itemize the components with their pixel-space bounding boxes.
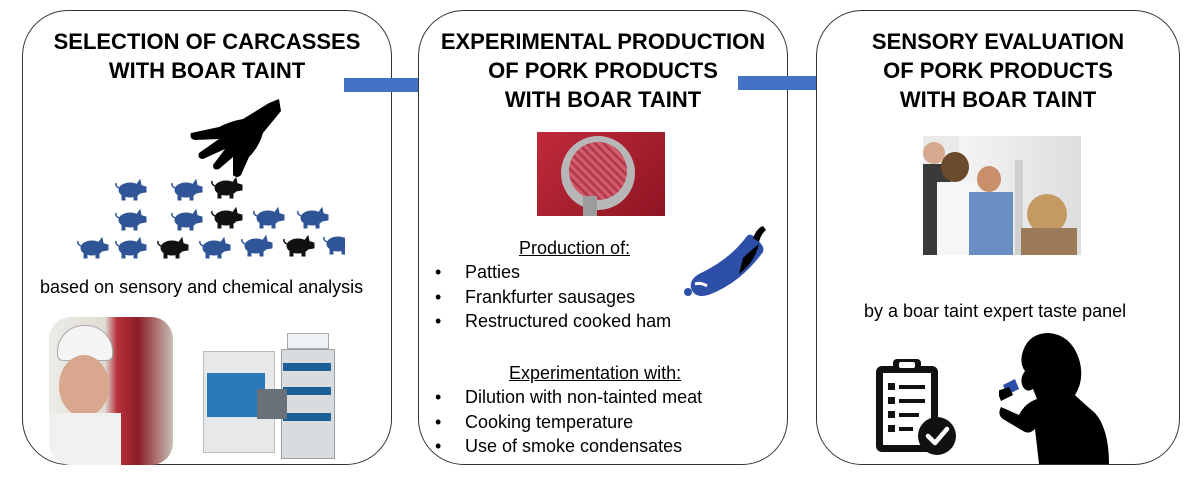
panel-title-production: EXPERIMENTAL PRODUCTION OF PORK PRODUCTS… bbox=[440, 29, 766, 112]
pig-icon bbox=[211, 177, 243, 199]
bullet-item: Patties bbox=[435, 260, 671, 285]
panel-sensory: SENSORY EVALUATION OF PORK PRODUCTS WITH… bbox=[816, 10, 1180, 465]
pig-icon bbox=[241, 235, 273, 257]
clipboard-checklist-icon bbox=[876, 359, 956, 455]
hand-icon bbox=[190, 99, 281, 177]
panel-production: EXPERIMENTAL PRODUCTION OF PORK PRODUCTS… bbox=[418, 10, 788, 465]
pig-herd-illustration bbox=[77, 177, 345, 259]
panel-selection: SELECTION OF CARCASSES WITH BOAR TAINT b… bbox=[22, 10, 392, 465]
production-heading: Production of: bbox=[519, 238, 631, 258]
pig-icon bbox=[297, 207, 329, 229]
panel-title-sensory: SENSORY EVALUATION OF PORK PRODUCTS WITH… bbox=[871, 29, 1125, 112]
pig-icon bbox=[171, 209, 203, 231]
pig-icon bbox=[323, 233, 345, 255]
meat-grinder-photo bbox=[537, 132, 665, 216]
bullet-item: Dilution with non-tainted meat bbox=[435, 385, 702, 410]
taster-silhouette-icon bbox=[999, 333, 1109, 464]
bullet-item: Use of smoke condensates bbox=[435, 434, 702, 459]
pig-icon bbox=[77, 237, 109, 259]
bullet-item: Restructured cooked ham bbox=[435, 309, 671, 334]
sausage-icon bbox=[684, 226, 766, 296]
panel-title-selection: SELECTION OF CARCASSES WITH BOAR TAINT bbox=[53, 29, 361, 83]
pig-icon bbox=[115, 237, 147, 259]
pig-icon bbox=[115, 209, 147, 231]
pig-icon bbox=[283, 235, 315, 257]
pig-icon bbox=[115, 179, 147, 201]
pig-icon bbox=[171, 179, 203, 201]
production-list: PattiesFrankfurter sausagesRestructured … bbox=[435, 260, 671, 334]
experimentation-heading: Experimentation with: bbox=[509, 363, 682, 383]
pig-icon bbox=[253, 207, 285, 229]
carcass-inspection-photo bbox=[49, 317, 173, 465]
pig-icon bbox=[211, 207, 243, 229]
experimentation-list: Dilution with non-tainted meatCooking te… bbox=[435, 385, 702, 459]
lab-instrument-photo bbox=[201, 329, 341, 465]
bullet-item: Cooking temperature bbox=[435, 410, 702, 435]
pig-icon bbox=[199, 237, 231, 259]
sensory-caption: by a boar taint expert taste panel bbox=[864, 301, 1127, 321]
bullet-item: Frankfurter sausages bbox=[435, 285, 671, 310]
pig-icon bbox=[157, 237, 189, 259]
tasting-booths-photo bbox=[923, 136, 1081, 255]
selection-caption: based on sensory and chemical analysis bbox=[40, 277, 364, 297]
